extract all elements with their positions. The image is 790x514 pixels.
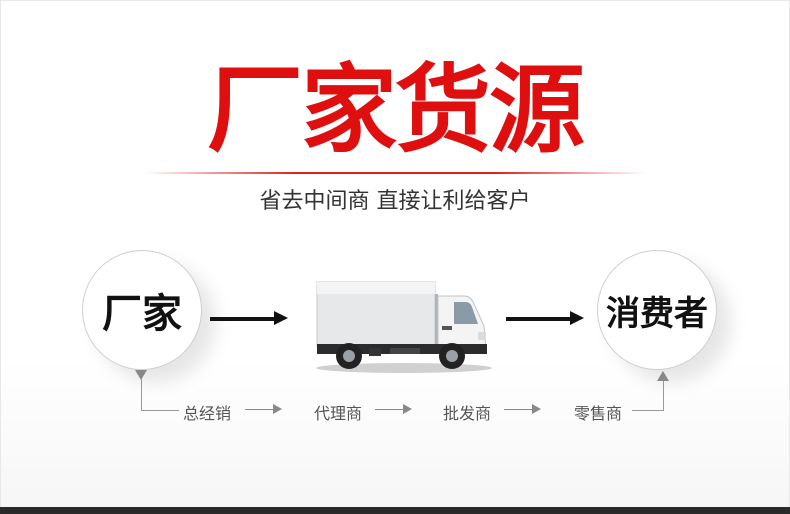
flow-arrow-1-head [273,404,282,414]
arrow-right-head [570,311,584,325]
bottom-border [0,507,790,514]
channel-flow: 总经销 代理商 批发商 零售商 [0,400,790,423]
headline: 厂家货源 [207,54,585,166]
target-label: 消费者 [606,293,708,334]
subtitle: 省去中间商 直接让利给客户 [259,189,531,214]
arrow-left-line [210,317,276,321]
channel-step-3: 批发商 [443,404,492,423]
flow-arrow-3 [504,409,534,410]
truck-icon [314,280,494,379]
channel-step-4: 零售商 [574,404,623,423]
source-label: 厂家 [102,291,182,337]
arrow-right-line [506,317,572,321]
flow-left-vertical [141,378,142,410]
channel-step-1: 总经销 [183,404,232,423]
channel-step-2: 代理商 [314,404,363,423]
flow-right-horizontal [632,410,664,411]
flow-arrow-3-head [532,404,541,414]
flow-right-vertical [663,380,664,411]
flow-start-marker [135,370,147,380]
flow-end-marker [657,371,669,381]
flow-left-horizontal [141,410,179,411]
arrow-left-head [274,311,288,325]
flow-arrow-1 [245,409,275,410]
flow-arrow-2 [375,409,405,410]
headline-underline [145,172,645,174]
flow-arrow-2-head [403,404,412,414]
target-circle: 消费者 [597,250,717,370]
source-circle: 厂家 [82,250,202,370]
